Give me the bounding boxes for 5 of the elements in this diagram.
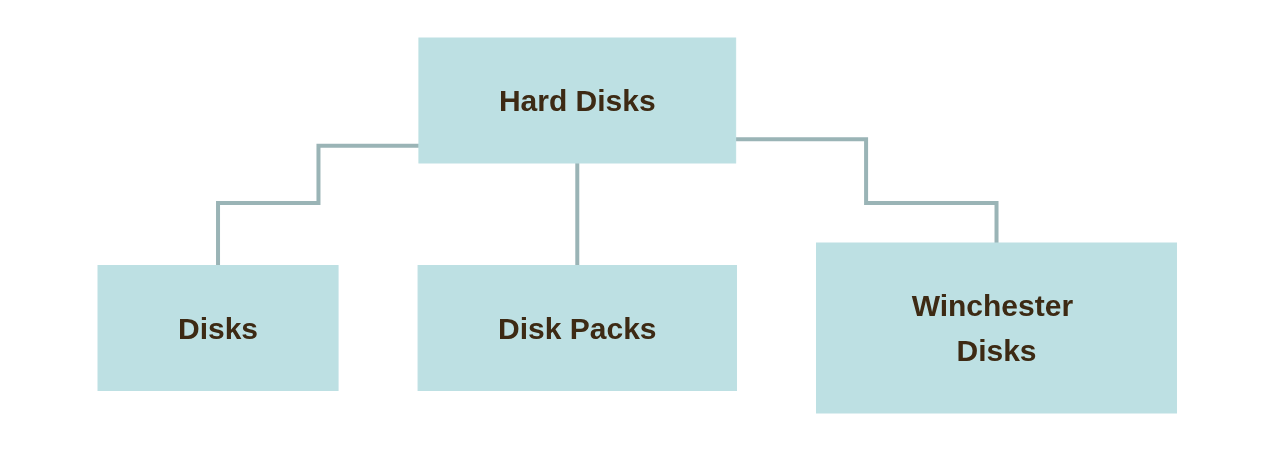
node-box: Disk Packs bbox=[417, 265, 737, 391]
node-box: Winchester Disks bbox=[815, 242, 1177, 414]
connector bbox=[735, 137, 999, 245]
node-box: Disks bbox=[97, 265, 339, 391]
node-box: Hard Disks bbox=[418, 37, 736, 164]
